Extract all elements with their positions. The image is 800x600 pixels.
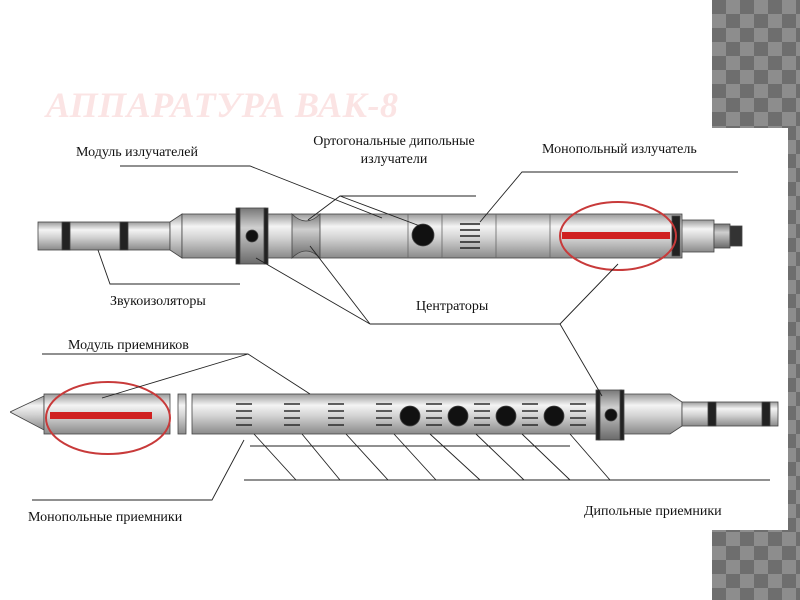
label-centralizers: Центраторы [416,299,489,314]
dipole-emitter [411,223,435,247]
label-sound-isolators: Звукоизоляторы [110,294,206,309]
sound-isolator-band [61,221,71,251]
dipole-receiver [495,405,517,427]
label-orthogonal-dipole-emitters-line2: излучатели [360,152,428,167]
monopole-emitter-highlight [559,201,677,271]
label-dipole-receivers: Дипольные приемники [584,504,722,519]
top-tool-tip [713,223,731,249]
sound-isolator-band [707,401,717,427]
label-emitter-module: Модуль излучателей [76,145,199,160]
dipole-receiver [399,405,421,427]
bottom-tool [10,381,779,455]
dipole-receiver [543,405,565,427]
top-tool [37,201,743,271]
dipole-receiver [447,405,469,427]
label-receiver-module: Модуль приемников [68,338,189,353]
bottom-tool-nose [10,395,45,431]
sound-isolator-band [761,401,771,427]
slide-title: АППАРАТУРА ВАК-8 [46,85,399,125]
centralizer-port [604,408,618,422]
label-monopole-emitter: Монопольный излучатель [542,142,697,157]
receiver-slots [236,403,586,426]
label-orthogonal-dipole-emitters-line1: Ортогональные дипольные [313,134,475,149]
top-tool-taper [169,213,183,259]
top-tool-nose [37,221,171,251]
top-tool-tail [681,219,715,253]
tool-diagram-graphic [10,165,779,501]
sound-isolator-band [119,221,129,251]
bottom-tool-body [191,393,607,435]
receiver-highlight [45,381,171,455]
monopole-emitter-slots [460,223,480,249]
centralizer-port [245,229,259,243]
label-monopole-receivers: Монопольные приемники [28,510,183,525]
tool-diagram: Модуль излучателей Ортогональные дипольн… [10,128,788,530]
leader-lines [32,165,770,501]
monopole-emitter-marker [562,232,670,239]
monopole-receiver-marker [50,412,152,419]
top-tool-end-cap [729,225,743,247]
